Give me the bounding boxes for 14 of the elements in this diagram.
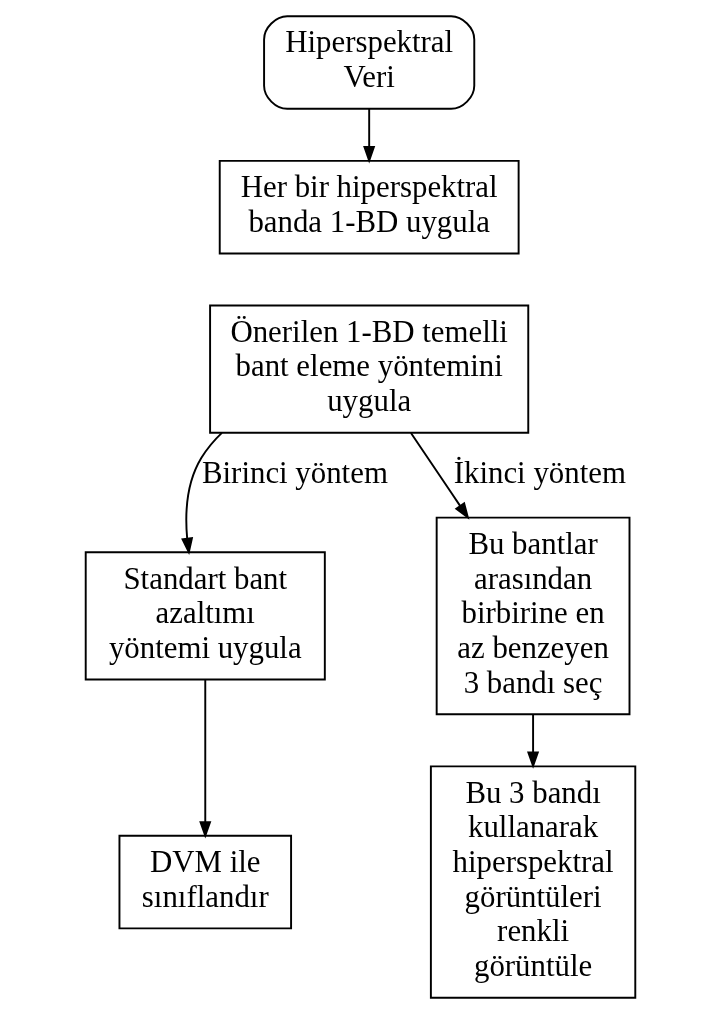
- node-box: Standart bant azaltımı yöntemi uygula: [84, 551, 326, 681]
- node-box: Her bir hiperspektral banda 1-BD uygula: [218, 159, 520, 255]
- node-box: DVM ile sınıflandır: [118, 834, 293, 930]
- node-box: Önerilen 1-BD temelli bant eleme yöntemini uygula: [209, 304, 530, 434]
- arrow: [199, 679, 212, 839]
- edge-label: Birinci yöntem: [201, 455, 388, 490]
- arrow: [527, 713, 540, 769]
- node-box: Bu 3 bandı kullanarak hiperspektral görüntüleri renkli görüntüle: [429, 765, 637, 999]
- arrow: [363, 108, 376, 164]
- arrow: [181, 431, 223, 556]
- arrow: [410, 432, 470, 520]
- edge-label: İkinci yöntem: [453, 455, 626, 490]
- node-box: Bu bantlar arasından birbirine en az benzeyen 3 bandı seç: [435, 516, 631, 716]
- node-box: Hiperspektral Veri: [263, 15, 476, 110]
